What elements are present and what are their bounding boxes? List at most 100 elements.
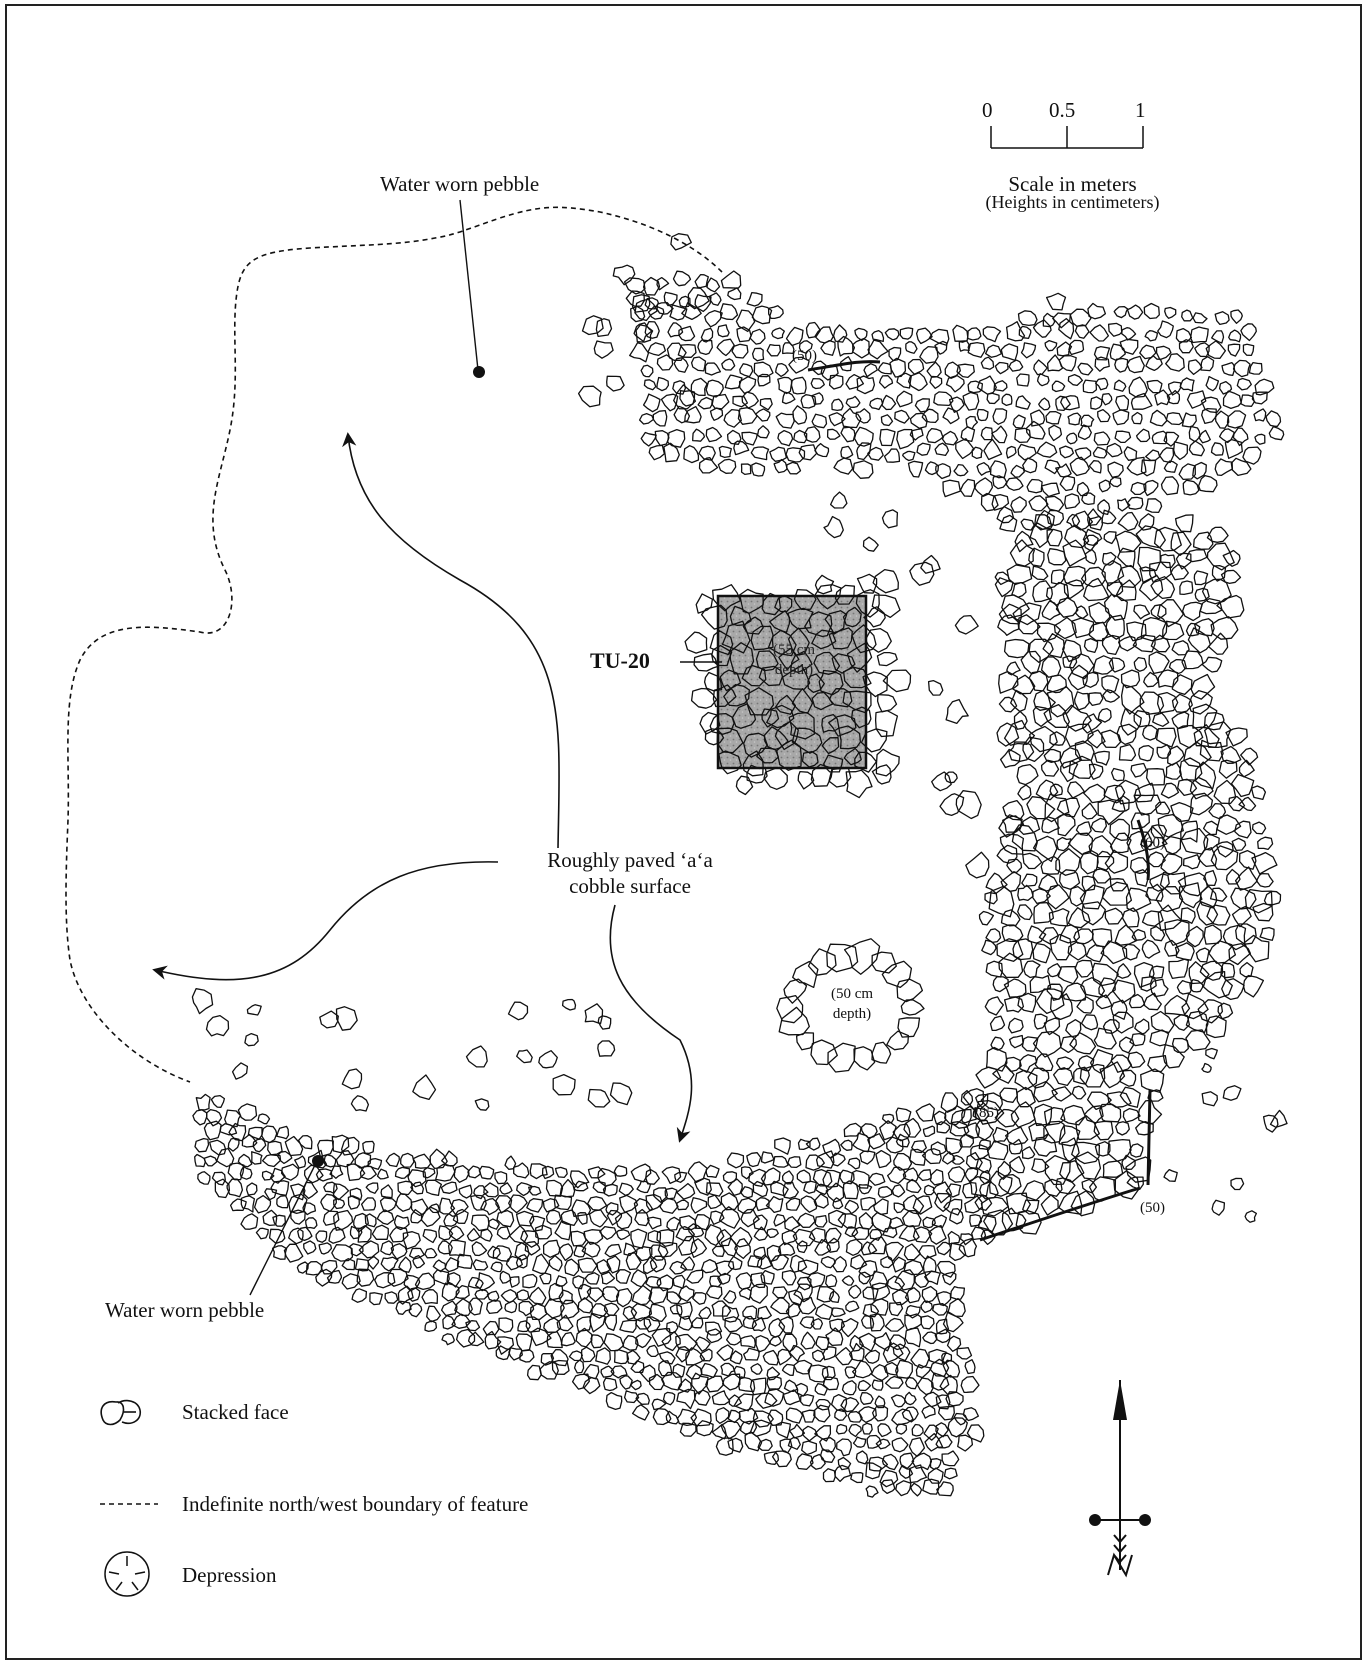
cobble-stone [921,1404,936,1419]
cobble-stone [1222,1085,1242,1101]
cobble-stone [814,574,835,595]
cobble-stone [251,1151,263,1165]
cobble-stone [1205,340,1227,359]
cobble-stone [854,327,868,342]
cobble-stone [733,440,750,456]
cobble-stone [880,1479,896,1495]
cobble-stone [1254,378,1275,396]
cobble-stone [1228,942,1252,966]
cobble-stone [842,666,872,689]
scale-tick-0-5: 0.5 [1049,98,1076,122]
cobble-stone [1164,939,1180,957]
cobble-stone [1122,1107,1141,1123]
cobble-stone [852,460,874,479]
cobble-stone [1228,329,1242,343]
cobble-stone [1176,979,1193,995]
cobble-stone [945,1137,963,1155]
cobble-stone [1132,634,1156,653]
cobble-stone [1051,1086,1072,1102]
cobble-stone [837,1456,852,1471]
cobble-stone [996,844,1018,864]
cobble-stone [838,725,862,750]
cobble-stone [705,1285,723,1300]
cobble-stone [659,1197,679,1214]
cobble-stone [676,1408,698,1427]
cobble-stone [950,1285,966,1301]
cobble-stone [1018,325,1032,340]
cobble-stone [704,1321,723,1336]
cobble-stone [412,1074,437,1101]
cobble-stone [1064,524,1090,549]
cobble-stone [876,693,898,713]
cobble-stone [530,1327,552,1347]
cobble-stone [999,514,1018,533]
cobble-stone [698,457,719,474]
cobble-stone [840,1317,859,1338]
cobble-stone [855,1450,869,1465]
cobble-stone [1213,779,1237,805]
cobble-stone [1083,577,1110,602]
cobble-stone [1085,944,1105,963]
cobble-stone [239,1165,253,1180]
cobble-stone [737,407,758,425]
cobble-stone [1126,304,1144,320]
cobble-stone [582,1376,601,1395]
cobble-stone [1211,564,1227,582]
cobble-stone [996,506,1015,524]
cobble-stone [986,1139,1009,1161]
cobble-stone [203,1155,218,1167]
cobble-stone [1221,978,1245,1001]
cobble-stone [1207,632,1229,655]
cobble-stone [1232,359,1251,378]
cobble-stone [1243,934,1270,963]
cobble-stone [1148,965,1165,979]
cobble-stone [826,1237,840,1253]
cobble-stone [768,1317,786,1338]
pebble-top-leader [459,199,479,371]
cobble-stone [697,339,713,356]
cobble-stone [905,1304,921,1319]
cobble-stone [1000,343,1019,362]
cobble-stone [272,1214,287,1227]
cobble-stone [700,1362,718,1379]
cobble-stone [1010,1101,1036,1128]
cobble-stone [1094,377,1109,391]
cobble-stone [1203,869,1218,887]
cobble-stone [1015,395,1031,410]
cobble-stone [1226,410,1247,429]
cobble-stone [606,1255,621,1274]
cobble-stone [992,1126,1009,1143]
cobble-stone [832,1197,844,1210]
cobble-stone [1045,581,1070,606]
cobble-stone [397,1180,414,1196]
cobble-stone [1093,1120,1114,1141]
cobble-stone [1022,736,1045,763]
cobble-stone [882,1342,904,1364]
cobble-stone [984,891,998,905]
cobble-stone [873,1198,889,1216]
cobble-stone [810,763,834,787]
cobble-stone [451,1313,471,1329]
cobble-stone [1216,594,1245,619]
cobble-stone [755,1197,770,1212]
cobble-stone [340,1136,360,1156]
cobble-stone [1210,845,1239,871]
cobble-stone [839,1169,855,1185]
cobble-stone [825,1274,838,1288]
cobble-stone [865,1462,882,1480]
cobble-stone [935,1434,953,1449]
cobble-stone [858,1184,873,1195]
cobble-stone [1088,601,1111,624]
cobble-stone [822,1468,836,1483]
cobble-stone [879,428,896,447]
cobble-stone [570,1230,587,1247]
cobble-stone [1047,963,1062,978]
cobble-stone [1110,1054,1133,1073]
cobble-stone [763,726,789,751]
cobble-stone [680,1256,696,1271]
cobble-stone [648,1287,669,1305]
cobble-stone [1149,873,1170,892]
cobble-stone [896,428,915,450]
cobble-stone [1227,343,1241,357]
cobble-stone [967,380,984,394]
